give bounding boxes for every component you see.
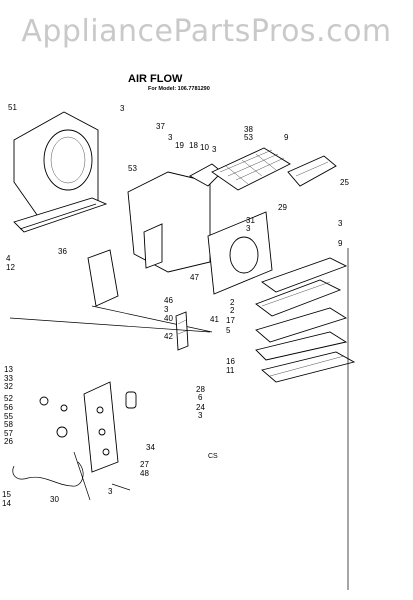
control-housing [287, 155, 337, 187]
callout-label: 36 [58, 247, 67, 256]
callout-label: 58 [4, 420, 13, 429]
shroud-panel [13, 111, 99, 223]
callout-label: 51 [8, 103, 17, 112]
callout-label: 3 [168, 133, 173, 142]
callout-label: 27 [140, 460, 149, 469]
callout-label: 52 [4, 394, 13, 403]
callout-label: 24 [196, 403, 205, 412]
callout-label: 46 [164, 296, 173, 305]
callout-label: 14 [2, 499, 11, 508]
callout-label: 18 [189, 141, 198, 150]
callout-label: 32 [4, 382, 13, 391]
callout-label: 3 [164, 305, 169, 314]
callout-label: 9 [284, 133, 289, 142]
callout-label: 47 [190, 273, 199, 282]
callout-label: 26 [4, 437, 13, 446]
callout-label: 37 [156, 122, 165, 131]
blower-wall [207, 211, 273, 295]
callout-label: 53 [128, 164, 137, 173]
callout-label: 3 [338, 219, 343, 228]
filter-panel-4 [255, 331, 356, 383]
base-pan [87, 249, 213, 333]
callout-label: 34 [146, 443, 155, 452]
support-rail [13, 197, 108, 233]
power-cord [12, 461, 84, 487]
callout-label: 3 [108, 487, 113, 496]
callout-label: 42 [164, 332, 173, 341]
callout-label: 40 [164, 314, 173, 323]
footer-code: CS [208, 453, 218, 460]
callout-label: 25 [340, 178, 349, 187]
callout-label: 3 [212, 145, 217, 154]
site-watermark: AppliancePartsPros.com [21, 14, 392, 49]
capacitor [125, 391, 137, 409]
callout-label: 17 [226, 316, 235, 325]
callout-label: 2 [230, 298, 235, 307]
callout-label: 2 [230, 306, 235, 315]
callout-label: 19 [175, 141, 184, 150]
model-number: For Model: 106.7781290 [148, 86, 210, 92]
bracket [73, 451, 131, 501]
callout-label: 3 [120, 104, 125, 113]
callout-label: 33 [4, 374, 13, 383]
callout-label: 48 [140, 469, 149, 478]
callout-label: 9 [338, 239, 343, 248]
callouts: 51 3 37 3 19 18 10 3 53 38 53 9 25 36 4 … [2, 103, 349, 508]
callout-label: 55 [4, 412, 13, 421]
filter-panel-3 [255, 307, 348, 343]
callout-label: 57 [4, 429, 13, 438]
callout-label: 11 [226, 366, 235, 375]
callout-label: 28 [196, 385, 205, 394]
callout-label: 3 [198, 411, 203, 420]
callout-label: 16 [226, 357, 235, 366]
filter-grid [175, 311, 189, 351]
callout-label: 38 [244, 125, 253, 134]
callout-label: 6 [198, 393, 203, 402]
filter-panel-1 [261, 257, 348, 293]
control-knobs [39, 396, 68, 438]
center-housing [127, 163, 223, 273]
callout-label: 53 [244, 133, 253, 142]
condenser-coil [211, 147, 291, 191]
callout-label: 56 [4, 403, 13, 412]
diagram-title: AIR FLOW [128, 73, 183, 85]
callout-label: 15 [2, 490, 11, 499]
callout-label: 10 [200, 143, 209, 152]
callout-label: 5 [226, 326, 231, 335]
callout-label: 41 [210, 315, 219, 324]
control-panel [83, 381, 119, 473]
callout-label: 3 [246, 224, 251, 233]
callout-label: 13 [4, 365, 13, 374]
callout-label: 12 [6, 263, 15, 272]
callout-label: 4 [6, 254, 11, 263]
filter-panel-2 [255, 279, 342, 317]
callout-label: 30 [50, 495, 59, 504]
callout-label: 31 [246, 216, 255, 225]
callout-label: 29 [278, 203, 287, 212]
